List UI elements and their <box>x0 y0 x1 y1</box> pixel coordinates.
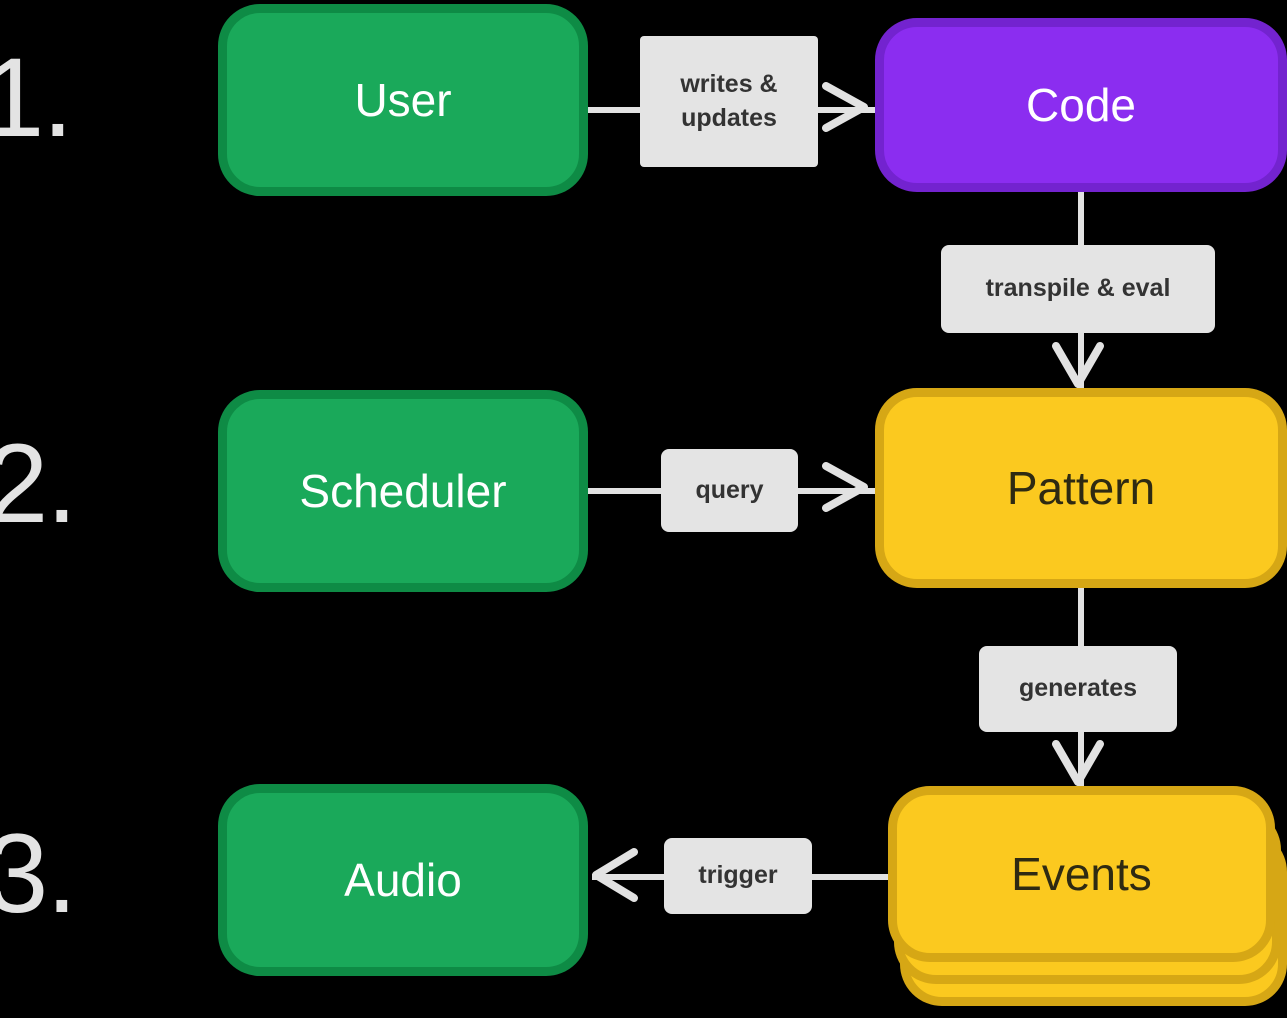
node-events-label: Events <box>1011 848 1152 900</box>
arrowhead-right-icon-code <box>818 78 874 136</box>
node-pattern[interactable]: Pattern <box>875 388 1287 588</box>
node-audio-label: Audio <box>344 853 462 906</box>
node-audio[interactable]: Audio <box>218 784 588 976</box>
arrowhead-down-icon-pattern <box>1048 338 1108 394</box>
edge-label-writes-updates: writes & updates <box>640 36 818 167</box>
edge-label-writes-line1: writes & <box>680 69 778 98</box>
step-number-1: 1. <box>0 35 73 160</box>
edge-label-writes-line2: updates <box>681 103 777 132</box>
step-number-2: 2. <box>0 421 77 546</box>
edge-label-trigger: trigger <box>664 838 812 914</box>
arrowhead-right-icon-query <box>818 458 874 516</box>
node-pattern-label: Pattern <box>1006 461 1156 514</box>
node-user[interactable]: User <box>218 4 588 196</box>
edge-label-generates: generates <box>979 646 1177 732</box>
step-number-3: 3. <box>0 811 77 936</box>
node-code[interactable]: Code <box>875 18 1287 192</box>
node-scheduler-label: Scheduler <box>299 464 507 517</box>
arrowhead-left-icon-audio <box>588 844 644 906</box>
node-events[interactable]: Events <box>888 786 1287 1018</box>
events-stack-layer-front[interactable]: Events <box>888 786 1275 962</box>
node-code-label: Code <box>1026 78 1136 131</box>
edge-label-query: query <box>661 449 798 532</box>
arrowhead-down-icon-events <box>1048 736 1108 792</box>
edge-label-transpile-eval: transpile & eval <box>941 245 1215 333</box>
node-user-label: User <box>354 73 452 126</box>
node-scheduler[interactable]: Scheduler <box>218 390 588 592</box>
